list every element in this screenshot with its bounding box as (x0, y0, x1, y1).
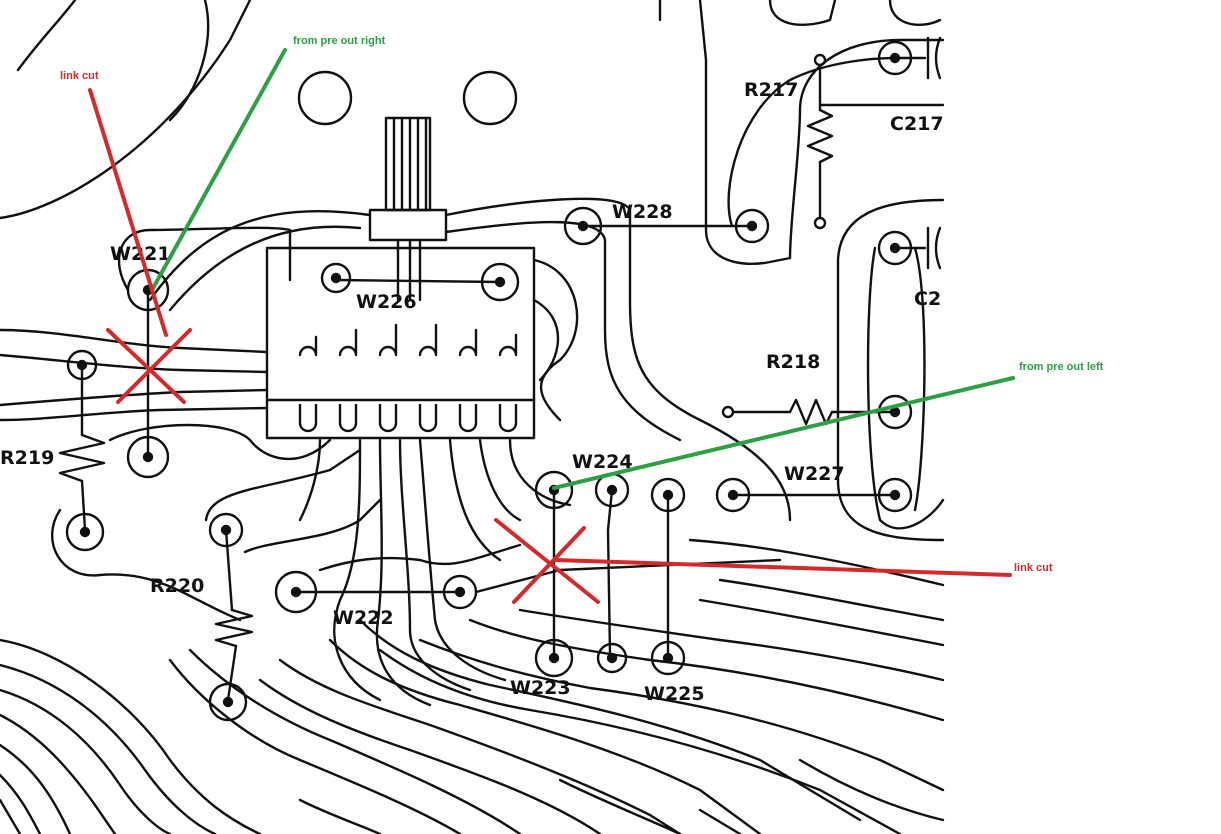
label-c2: C2 (914, 288, 941, 310)
label-w224: W224 (572, 451, 633, 473)
label-r219: R219 (0, 447, 54, 469)
label-w228: W228 (612, 201, 673, 223)
annotations: from pre out right from pre out left lin… (60, 35, 1104, 604)
label-r217: R217 (744, 79, 798, 101)
label-w227: W227 (784, 463, 845, 485)
link-cut-right-label: link cut (1014, 562, 1053, 574)
label-r220: R220 (150, 575, 204, 597)
pre-out-left-line (552, 376, 1015, 490)
label-w225: W225 (644, 683, 705, 705)
pre-out-right-line (150, 48, 287, 292)
pre-out-left-label: from pre out left (1019, 361, 1104, 373)
label-w222: W222 (333, 607, 394, 629)
pcb-artwork (0, 0, 945, 834)
link-cut-left-label: link cut (60, 70, 99, 82)
label-w223: W223 (510, 677, 571, 699)
link-cut-left-pointer (88, 88, 168, 337)
label-c217: C217 (890, 113, 944, 135)
link-cut-left-x1 (106, 328, 186, 404)
label-r218: R218 (766, 351, 820, 373)
label-w226: W226 (356, 291, 417, 313)
link-cut-left-x2 (116, 328, 192, 404)
pcb-labels: W221 W226 W228 R217 C217 C2 R218 R219 R2… (0, 79, 944, 705)
link-cut-right-x2 (512, 526, 586, 604)
link-cut-right-x1 (494, 518, 600, 604)
pre-out-right-label: from pre out right (293, 35, 386, 47)
link-cut-right-pointer (554, 558, 1012, 577)
